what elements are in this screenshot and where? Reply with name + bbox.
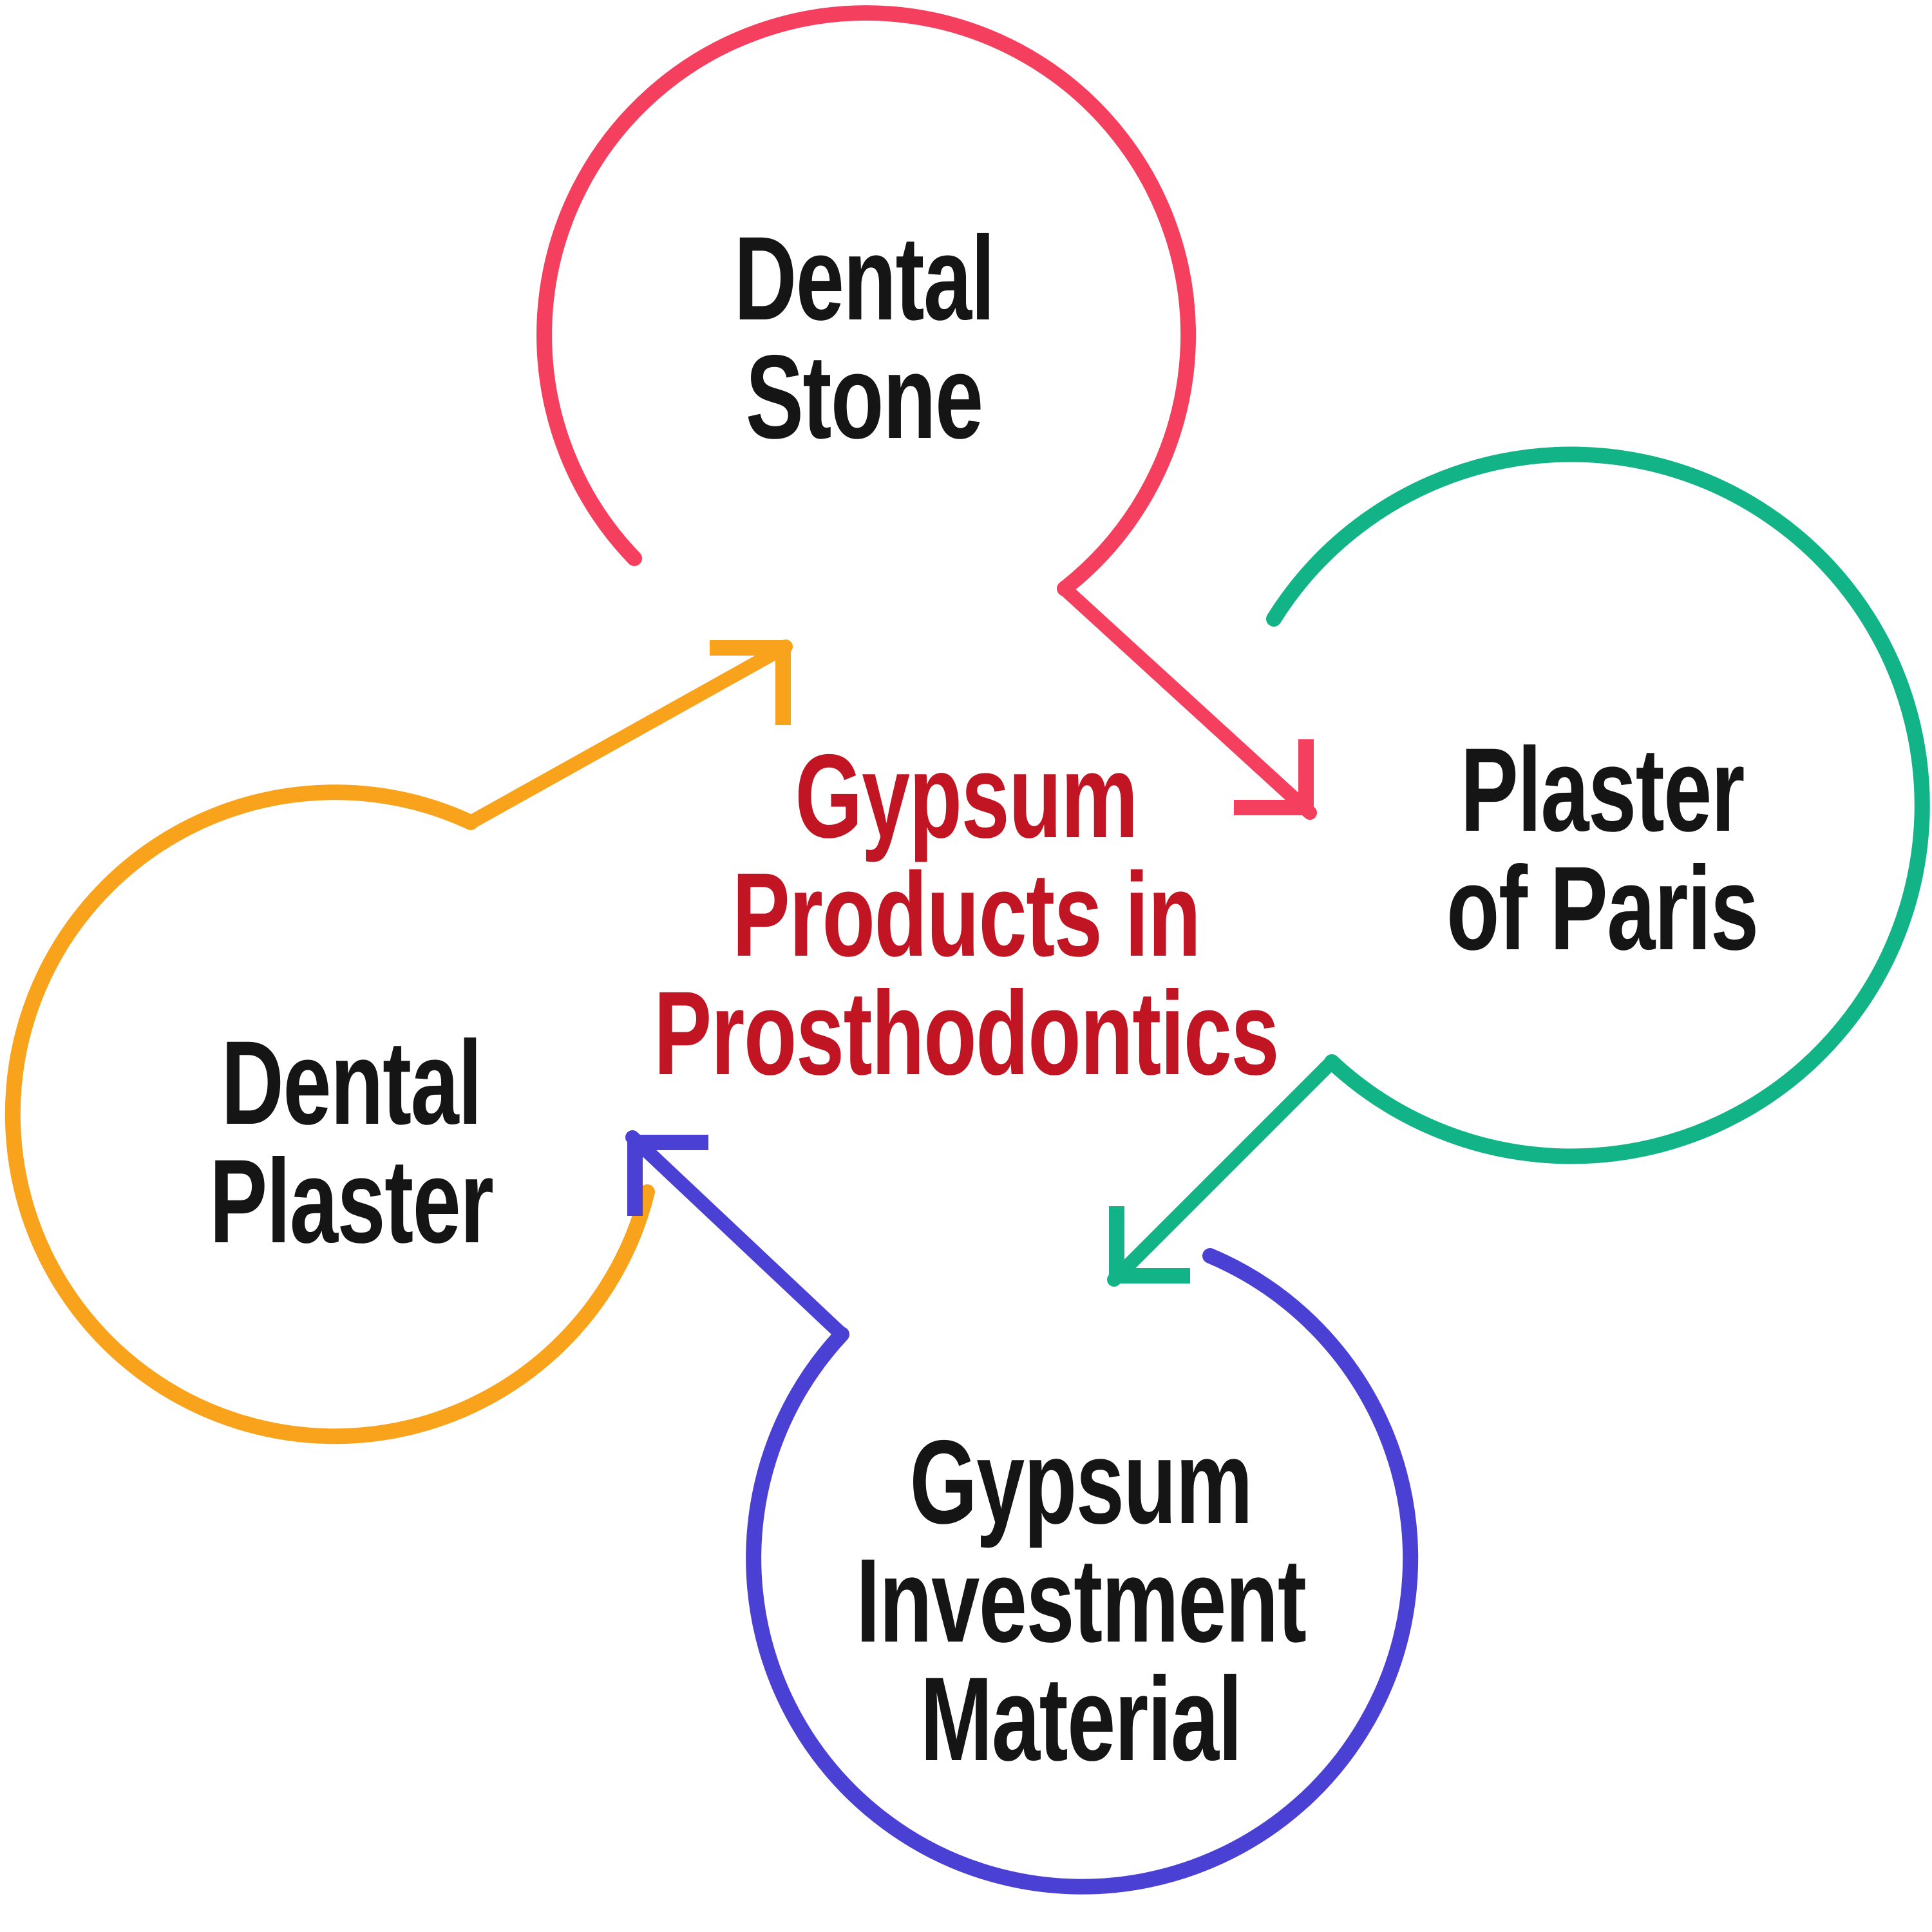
arrowhead-up-left-icon [627, 1135, 708, 1216]
label-line: Plaster [1461, 723, 1744, 857]
title-line-2: Products in [732, 848, 1200, 981]
label-line: Plaster [209, 1135, 493, 1268]
arrowhead-down-left-icon [1109, 1206, 1190, 1283]
label-line: Dental [221, 1016, 481, 1150]
ring-dental-plaster [5, 784, 655, 1444]
arrowhead-down-right-icon [1234, 739, 1314, 815]
arrow-dental-stone-to-plaster-of-paris [1057, 582, 1317, 820]
label-line: Dental [734, 212, 994, 345]
arrowhead-up-right-icon [710, 640, 791, 725]
ring-gypsum-investment-material [746, 1248, 1419, 1895]
label-gypsum-investment-material: Gypsum Investment Material [856, 1416, 1307, 1786]
label-line: Gypsum [909, 1416, 1252, 1549]
label-dental-stone: Dental Stone [734, 212, 995, 464]
arrow-shaft [1107, 1055, 1339, 1287]
arrow-shaft [625, 1130, 849, 1341]
ring-plaster-of-paris [1266, 446, 1930, 1164]
label-dental-plaster: Dental Plaster [209, 1016, 494, 1268]
diagram-title: Gypsum Products in Prosthodontics [654, 730, 1279, 1100]
title-line-1: Gypsum [795, 730, 1137, 863]
arrow-gypsum-investment-material-to-dental-plaster [625, 1130, 849, 1341]
label-line: Stone [746, 330, 983, 464]
label-line: of Paris [1446, 842, 1758, 975]
ring-dental-stone [536, 5, 1196, 596]
arrow-shaft [464, 639, 793, 829]
arrow-dental-plaster-to-dental-stone [464, 639, 793, 829]
label-line: Material [920, 1653, 1242, 1786]
arrow-shaft [1057, 582, 1317, 820]
title-line-3: Prosthodontics [654, 967, 1278, 1100]
label-line: Investment [856, 1534, 1305, 1667]
label-plaster-of-paris: Plaster of Paris [1446, 723, 1759, 975]
arrow-plaster-of-paris-to-gypsum-investment-material [1107, 1055, 1339, 1287]
